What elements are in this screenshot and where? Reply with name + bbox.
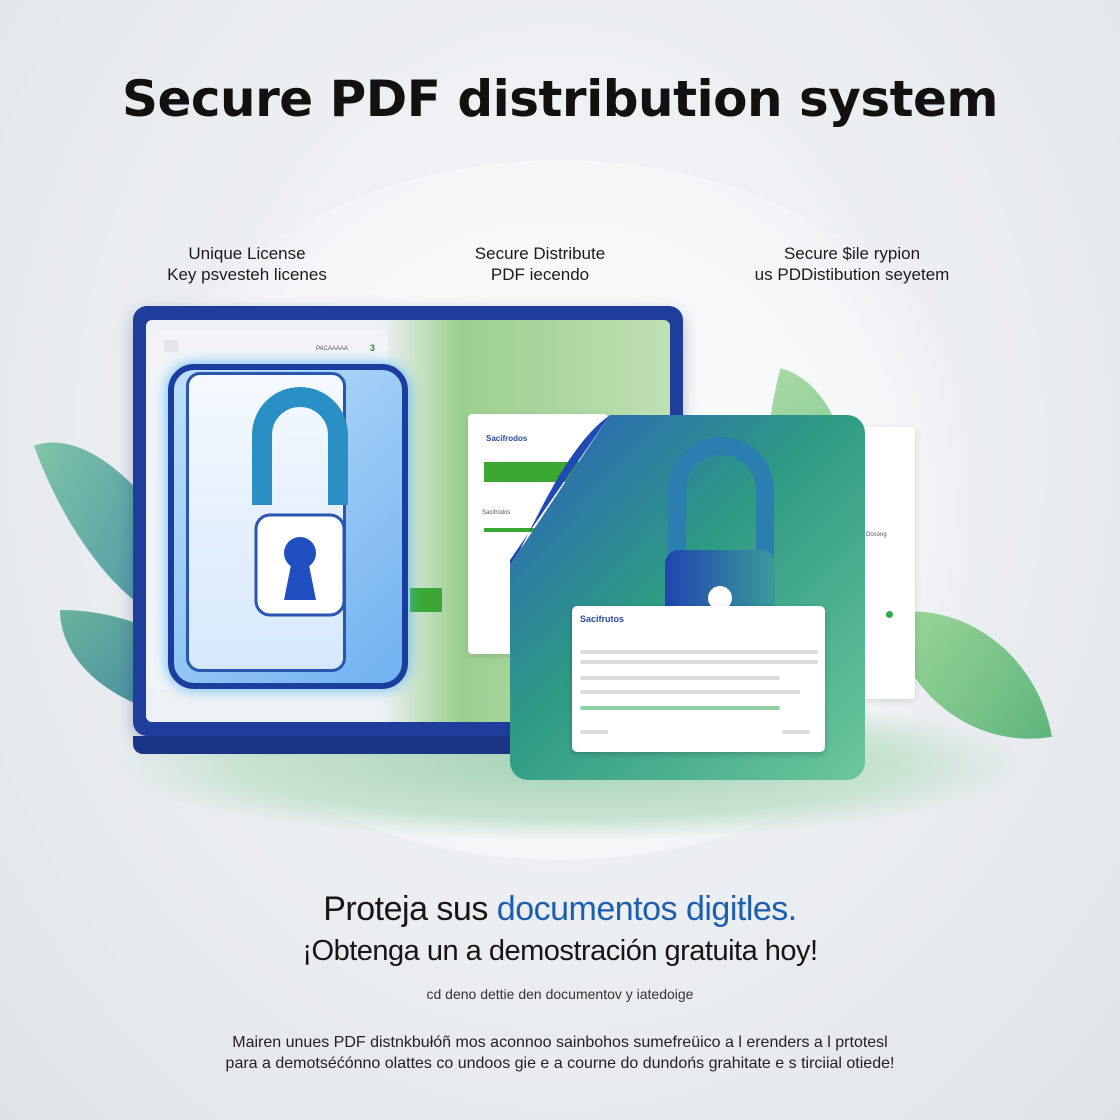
- document-card: Sacifrutos: [572, 606, 825, 752]
- back-button[interactable]: [164, 340, 178, 352]
- text-line: [782, 730, 810, 734]
- feature-title: Unique License: [188, 244, 306, 263]
- side-panel-label: Dosong: [866, 532, 887, 538]
- green-line: [580, 706, 780, 710]
- page-curl: [510, 415, 610, 565]
- feature-subtitle: PDF iecendo: [490, 265, 590, 284]
- headline-part1: Proteja sus: [323, 890, 497, 928]
- feature-title: Secure Distribute: [474, 244, 606, 263]
- feature-subtitle: us PDDistibution seyetem: [754, 265, 950, 284]
- body-text: Mairen unues PDF distnkbułóñ mos aconnoo…: [0, 1032, 1120, 1074]
- window-header-number: 3: [370, 343, 376, 353]
- status-bar: [484, 528, 544, 532]
- padlock-icon: [252, 387, 348, 617]
- small-caption: cd deno dettie den documentov y iatedoig…: [426, 986, 694, 1002]
- panel-title: Sacifrodos: [486, 434, 528, 443]
- feature-encryption: Secure $ile rypion us PDDistibution seyet…: [722, 243, 982, 285]
- text-line: [580, 676, 780, 680]
- status-dot: [886, 611, 893, 618]
- laptop-base: [133, 736, 523, 754]
- text-line: [580, 650, 818, 654]
- body-line: para a demotséćónno olattes co undoos gi…: [225, 1055, 895, 1072]
- text-line: [580, 690, 800, 694]
- feature-title: Secure $ile rypion: [783, 244, 921, 263]
- panel-label: Sacifrodos: [482, 510, 511, 516]
- headline-highlight: documentos digitles.: [496, 890, 797, 928]
- page-title: Secure PDF distribution system: [121, 70, 999, 128]
- headline: Proteja sus documentos digitles.: [0, 890, 1120, 929]
- subheadline: ¡Obtenga un a demostración gratuita hoy!: [302, 935, 818, 967]
- side-panel: Dosong: [860, 427, 915, 699]
- window-header-text: PACAAAAA: [316, 346, 348, 352]
- text-line: [580, 730, 608, 734]
- feature-subtitle: Key psvesteh licenes: [167, 265, 327, 284]
- card-title: Sacifrutos: [580, 614, 625, 624]
- green-block: [410, 588, 442, 612]
- body-line: Mairen unues PDF distnkbułóñ mos aconnoo…: [232, 1034, 888, 1051]
- text-line: [580, 660, 818, 664]
